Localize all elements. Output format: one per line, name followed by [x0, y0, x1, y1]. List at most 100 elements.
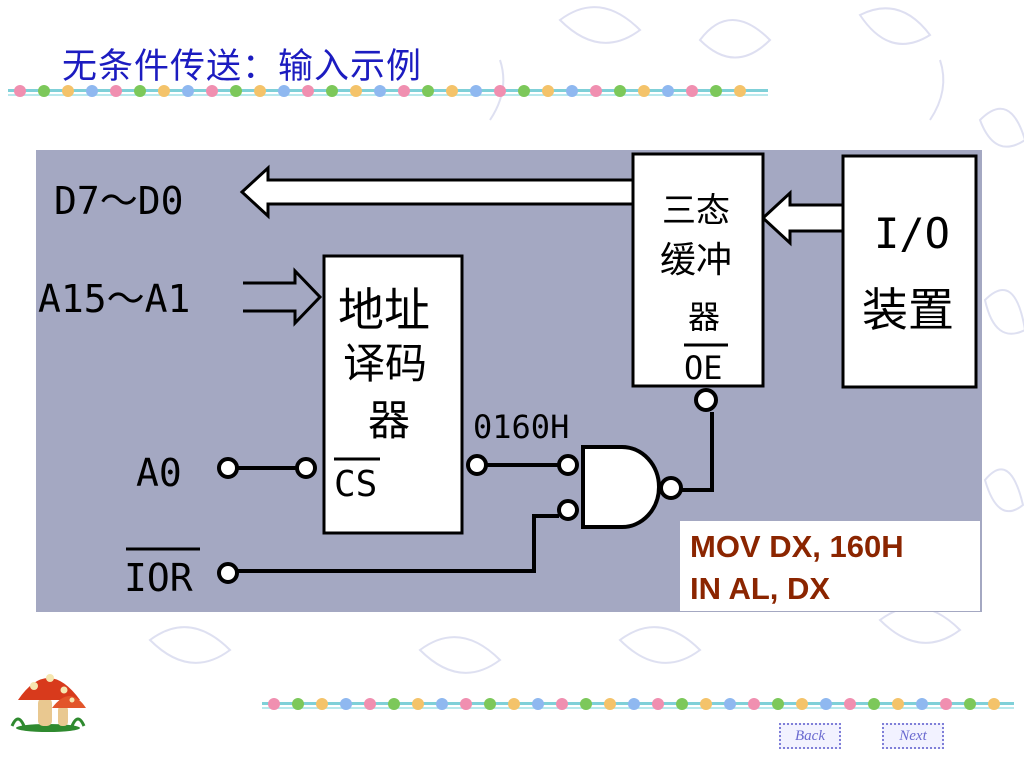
nand-gate [581, 445, 661, 529]
nand-to-oe-wire [681, 412, 714, 492]
garland-bead [110, 85, 122, 97]
garland-bead [316, 698, 328, 710]
garland-bead [628, 698, 640, 710]
garland-bead [206, 85, 218, 97]
garland-bead [388, 698, 400, 710]
back-button[interactable]: Back [779, 723, 841, 749]
decoder-label-line2: 译码 [343, 339, 427, 388]
garland-bead [820, 698, 832, 710]
garland-bead [988, 698, 1000, 710]
garland-bead [374, 85, 386, 97]
io-device-box [841, 154, 978, 389]
address-bus-arrow [243, 267, 323, 327]
code-line-2: IN AL, DX [690, 571, 831, 606]
garland-bead [748, 698, 760, 710]
garland-bead [230, 85, 242, 97]
garland-bead [686, 85, 698, 97]
oe-input-bubble [694, 388, 718, 412]
garland-bead [302, 85, 314, 97]
nand-input-bubble-1 [557, 454, 579, 476]
garland-bead [436, 698, 448, 710]
nand-output-bubble [659, 476, 683, 500]
decoder-label-line1: 地址 [338, 283, 430, 337]
slide-title: 无条件传送：输入示例 [62, 47, 423, 87]
garland-bead [398, 85, 410, 97]
decoder-label-line3: 器 [368, 396, 410, 445]
address-value-label: 0160H [473, 408, 569, 446]
io-device-label-line1: I/O [874, 209, 950, 258]
top-garland-decoration [8, 85, 768, 97]
garland-bead [268, 698, 280, 710]
garland-bead [14, 85, 26, 97]
garland-bead [340, 698, 352, 710]
garland-bead [446, 85, 458, 97]
garland-bead [254, 85, 266, 97]
garland-bead [470, 85, 482, 97]
garland-bead [700, 698, 712, 710]
cs-label: CS [334, 464, 377, 505]
oe-label: OE [684, 349, 723, 387]
garland-bead [86, 85, 98, 97]
garland-bead [614, 85, 626, 97]
garland-bead [796, 698, 808, 710]
garland-bead [710, 85, 722, 97]
garland-bead [542, 85, 554, 97]
address-decoder-box [322, 254, 464, 535]
garland-bead [494, 85, 506, 97]
garland-bead [734, 85, 746, 97]
garland-bead [278, 85, 290, 97]
garland-bead [422, 85, 434, 97]
data-bus-label: D7～D0 [54, 179, 184, 223]
cs-input-bubble [295, 457, 317, 479]
garland-bead [484, 698, 496, 710]
garland-bead [964, 698, 976, 710]
nand-input-bubble-2 [557, 499, 579, 521]
garland-bead [940, 698, 952, 710]
garland-bead [556, 698, 568, 710]
garland-bead [158, 85, 170, 97]
garland-bead [532, 698, 544, 710]
mushroom-icon [10, 674, 86, 732]
decoder-output-bubble [466, 454, 488, 476]
garland-bead [580, 698, 592, 710]
ior-terminal [217, 562, 239, 584]
io-device-label-line2: 装置 [862, 283, 954, 337]
garland-bead [364, 698, 376, 710]
garland-bead [604, 698, 616, 710]
bottom-garland-decoration [262, 698, 1014, 710]
ior-label: IOR [124, 556, 193, 600]
garland-bead [772, 698, 784, 710]
a0-terminal [217, 457, 239, 479]
garland-bead [916, 698, 928, 710]
garland-bead [566, 85, 578, 97]
garland-bead [638, 85, 650, 97]
buffer-label-line1: 三态 [662, 191, 730, 231]
garland-bead [868, 698, 880, 710]
garland-bead [724, 698, 736, 710]
garland-bead [508, 698, 520, 710]
garland-bead [844, 698, 856, 710]
next-button[interactable]: Next [882, 723, 944, 749]
tristate-buffer-box [631, 152, 765, 388]
garland-bead [326, 85, 338, 97]
garland-bead [652, 698, 664, 710]
garland-bead [590, 85, 602, 97]
garland-bead [292, 698, 304, 710]
garland-bead [350, 85, 362, 97]
code-snippet-box: MOV DX, 160H IN AL, DX [680, 521, 980, 611]
buffer-label-line2: 缓冲 [660, 240, 732, 281]
garland-bead [412, 698, 424, 710]
garland-bead [134, 85, 146, 97]
garland-bead [676, 698, 688, 710]
garland-bead [38, 85, 50, 97]
code-line-1: MOV DX, 160H [690, 529, 904, 564]
garland-bead [518, 85, 530, 97]
a0-label: A0 [136, 451, 182, 495]
garland-bead [460, 698, 472, 710]
address-bus-label: A15～A1 [38, 277, 190, 321]
ior-wire [237, 514, 559, 573]
garland-bead [62, 85, 74, 97]
garland-bead [892, 698, 904, 710]
garland-bead [182, 85, 194, 97]
